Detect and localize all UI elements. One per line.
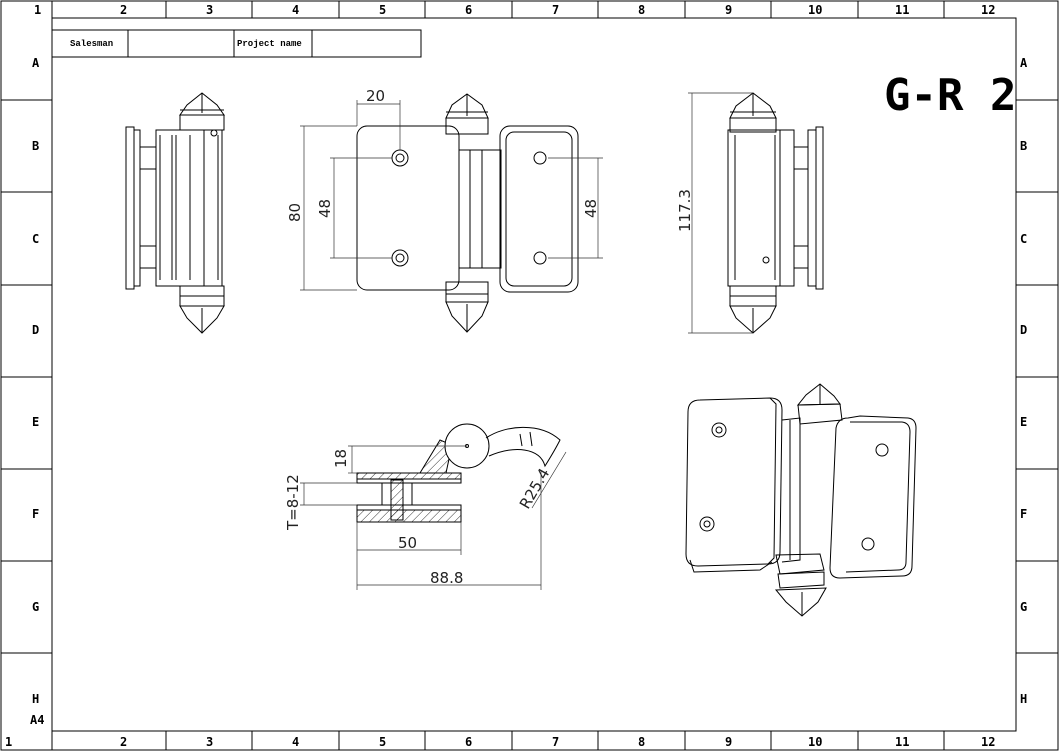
- row-label-left-c: C: [32, 232, 39, 246]
- dim-top-width: 20: [366, 87, 385, 105]
- col-label-top-9: 9: [725, 3, 732, 17]
- dim-overall-length: 88.8: [430, 569, 463, 587]
- col-label-top-4: 4: [292, 3, 299, 17]
- row-label-right-e: E: [1020, 415, 1027, 429]
- salesman-label: Salesman: [70, 39, 113, 49]
- row-label-left-e: E: [32, 415, 39, 429]
- front-view: [356, 93, 579, 333]
- row-label-left-h: H: [32, 692, 39, 706]
- col-label-bottom-11: 11: [895, 735, 909, 749]
- col-label-top-12: 12: [981, 3, 995, 17]
- side-view-left: [125, 92, 225, 334]
- isometric-view: [685, 383, 917, 617]
- col-label-bottom-9: 9: [725, 735, 732, 749]
- project-name-label: Project name: [237, 39, 302, 49]
- col-label-bottom-10: 10: [808, 735, 822, 749]
- col-label-top-2: 2: [120, 3, 127, 17]
- row-labels-left: A B C D E F G H A4: [30, 56, 44, 727]
- col-label-top-5: 5: [379, 3, 386, 17]
- col-label-bottom-5: 5: [379, 735, 386, 749]
- col-label-bottom-4: 4: [292, 735, 299, 749]
- col-label-bottom-7: 7: [552, 735, 559, 749]
- col-label-bottom-12: 12: [981, 735, 995, 749]
- row-ticks: [1, 99, 1058, 654]
- dim-overall-height: 80: [286, 203, 304, 222]
- col-label-top-7: 7: [552, 3, 559, 17]
- col-label-bottom-8: 8: [638, 735, 645, 749]
- inner-frame: [51, 17, 1017, 732]
- col-label-top-1: 1: [34, 3, 41, 17]
- drawing-title: G-R 2: [884, 70, 1016, 121]
- col-label-top-8: 8: [638, 3, 645, 17]
- dim-hole-spacing-right: 48: [582, 199, 600, 218]
- row-label-right-a: A: [1020, 56, 1028, 70]
- dim-side-height: 117.3: [676, 189, 694, 232]
- side-view-right: [727, 92, 824, 334]
- row-label-left-a: A: [32, 56, 40, 70]
- section-view: [356, 423, 561, 523]
- col-label-bottom-2: 2: [120, 735, 127, 749]
- title-block: Salesman Project name: [51, 29, 422, 58]
- front-view-dimensions: [300, 100, 603, 291]
- row-label-right-c: C: [1020, 232, 1027, 246]
- row-label-left-b: B: [32, 139, 39, 153]
- row-label-right-b: B: [1020, 139, 1027, 153]
- row-label-right-d: D: [1020, 323, 1027, 337]
- dim-hole-spacing-left: 48: [316, 199, 334, 218]
- row-label-left-d: D: [32, 323, 39, 337]
- row-label-right-h: H: [1020, 692, 1027, 706]
- sheet-size-label: A4: [30, 713, 44, 727]
- col-label-top-6: 6: [465, 3, 472, 17]
- row-label-left-f: F: [32, 507, 39, 521]
- column-ticks-top: [51, 1, 945, 18]
- row-label-right-g: G: [1020, 600, 1027, 614]
- column-labels-top: 1 2 3 4 5 6 7 8 9 10 11 12: [34, 3, 995, 17]
- col-label-bottom-3: 3: [206, 735, 213, 749]
- column-ticks-bottom: [51, 731, 945, 750]
- col-label-bottom-6: 6: [465, 735, 472, 749]
- row-label-left-g: G: [32, 600, 39, 614]
- dim-radius: R25.4: [516, 465, 554, 512]
- col-label-bottom-1: 1: [5, 735, 12, 749]
- dim-plate-width: 50: [398, 534, 417, 552]
- side-height-dimension: [688, 92, 753, 334]
- dim-glass-thickness: T=8-12: [284, 474, 302, 531]
- col-label-top-10: 10: [808, 3, 822, 17]
- column-labels-bottom: 1 2 3 4 5 6 7 8 9 10 11 12: [5, 735, 995, 749]
- dim-section-offset: 18: [332, 449, 350, 468]
- row-labels-right: A B C D E F G H: [1020, 56, 1028, 706]
- col-label-top-11: 11: [895, 3, 909, 17]
- col-label-top-3: 3: [206, 3, 213, 17]
- section-view-dimensions: [300, 445, 567, 590]
- row-label-right-f: F: [1020, 507, 1027, 521]
